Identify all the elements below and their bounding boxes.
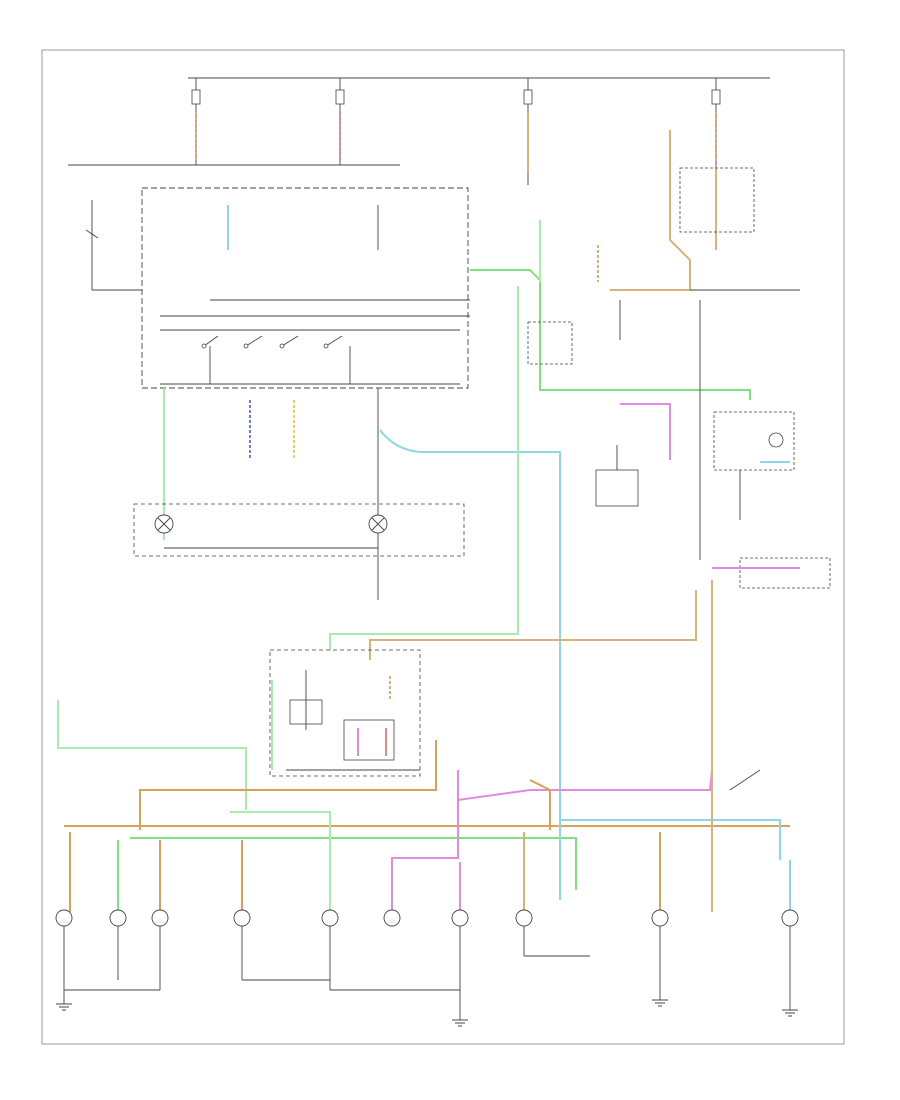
switch-contact-icon	[201, 343, 207, 349]
switch-contact-icon	[243, 343, 249, 349]
lamp-icon	[151, 909, 169, 927]
lamp-icon	[55, 909, 73, 927]
power-feeds	[68, 77, 770, 185]
fuse-icon	[711, 89, 721, 105]
left-feed	[85, 200, 142, 291]
rear-harness	[57, 700, 790, 900]
lamp-icon	[109, 909, 127, 927]
lamp-icon	[651, 909, 669, 927]
fuse-icon	[335, 89, 345, 105]
lamp-icon	[383, 909, 401, 927]
ground-icon	[652, 999, 668, 1007]
fuse-icon	[191, 89, 201, 105]
lamp-icon	[768, 432, 784, 448]
rear-lamps	[55, 830, 799, 1027]
right-modules	[470, 130, 831, 589]
fuse-icon	[523, 89, 533, 105]
turn-hazard-switch	[141, 187, 470, 389]
middle-distribution	[269, 286, 713, 777]
lamp-icon	[451, 909, 469, 927]
ground-icon	[452, 1019, 468, 1027]
switch-contact-icon	[323, 343, 329, 349]
lamp-icon	[233, 909, 251, 927]
lamp-icon	[781, 909, 799, 927]
front-turn-lamps	[133, 388, 561, 900]
lamp-icon	[515, 909, 533, 927]
switch-contact-icon	[279, 343, 285, 349]
ground-icon	[56, 1003, 72, 1011]
diagram-border	[41, 49, 845, 1045]
ground-icon	[782, 1009, 798, 1017]
lamp-icon	[321, 909, 339, 927]
